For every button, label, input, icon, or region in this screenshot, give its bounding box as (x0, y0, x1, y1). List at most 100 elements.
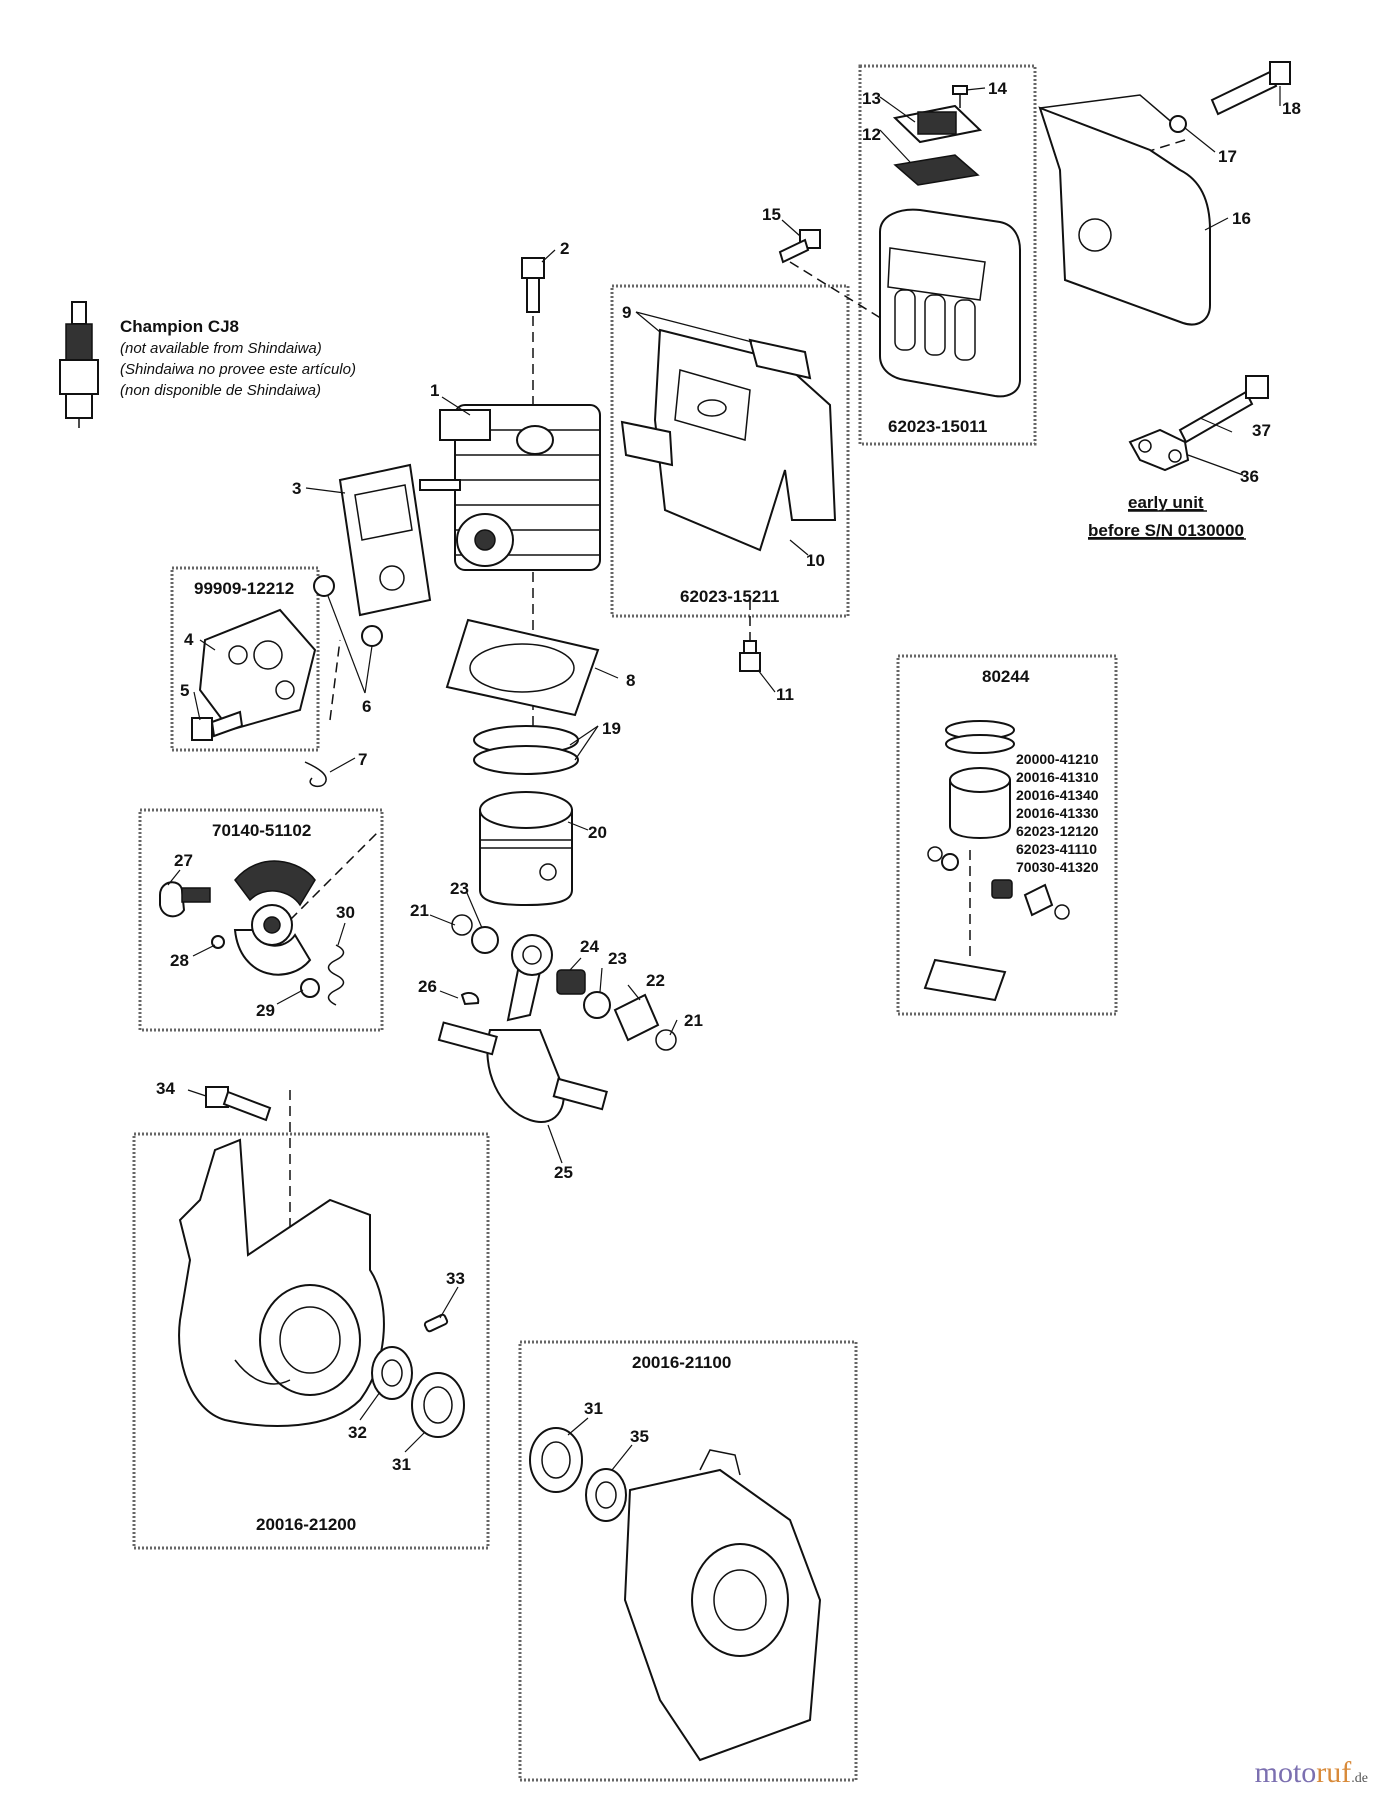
assembly-axis-insulator (329, 639, 341, 721)
callout-27: 27 (174, 851, 193, 870)
callout-5: 5 (180, 681, 189, 700)
callout-13: 13 (862, 89, 881, 108)
kit-label-crankcase-right: 20016-21100 (632, 1353, 731, 1372)
callout-4: 4 (184, 630, 194, 649)
callout-20: 20 (588, 823, 607, 842)
callout-32: 32 (348, 1423, 367, 1442)
oil-seal (371, 1346, 413, 1400)
callout-6: 6 (362, 697, 371, 716)
callout-24: 24 (580, 937, 599, 956)
piston-kit-number: 62023-12120 (1016, 823, 1099, 839)
crankshaft (437, 934, 608, 1123)
washer (1169, 115, 1187, 133)
callout-12: 12 (862, 125, 881, 144)
callout-26: 26 (418, 977, 437, 996)
callout-2: 2 (560, 239, 569, 258)
piston-ring (473, 745, 579, 775)
nut (361, 625, 383, 647)
spark-plug-note-en: (not available from Shindaiwa) (120, 340, 322, 357)
early-unit-bracket (1128, 428, 1190, 472)
callout-15: 15 (762, 205, 781, 224)
callout-33: 33 (446, 1269, 465, 1288)
woodruff-key (460, 992, 480, 1006)
cover-screw (952, 85, 968, 108)
callout-17: 17 (1218, 147, 1237, 166)
callout-numbers: 1 2 3 4 5 6 7 8 9 10 11 12 13 14 15 16 1… (156, 79, 1301, 1474)
callout-31-left: 31 (392, 1455, 411, 1474)
muffler-body (879, 208, 1021, 398)
spark-plug-title: Champion CJ8 (120, 317, 239, 336)
piston-kit-number-list: 20000-41210 20016-41310 20016-41340 2001… (1016, 751, 1099, 875)
cylinder-base-gasket (445, 618, 600, 717)
needle-bearing (556, 969, 586, 995)
piston-kit-number: 20016-41340 (1016, 787, 1099, 803)
spark-plug-note-fr: (non disponible de Shindaiwa) (120, 382, 321, 399)
piston-kit-illustration (923, 720, 1070, 1002)
circlip (451, 914, 473, 936)
insulator-bolt (191, 710, 244, 741)
callout-34: 34 (156, 1079, 175, 1098)
watermark-suffix: .de (1351, 1771, 1368, 1786)
cover-bolt (1210, 61, 1291, 116)
callout-16: 16 (1232, 209, 1251, 228)
callout-22: 22 (646, 971, 665, 990)
piston-kit-number: 70030-41320 (1016, 859, 1099, 875)
callout-23-right: 23 (608, 949, 627, 968)
kit-label-muffler-plate: 62023-15211 (680, 587, 779, 606)
piston-kit-number: 20016-41330 (1016, 805, 1099, 821)
callout-7: 7 (358, 750, 367, 769)
arrestor-cover (892, 104, 983, 144)
muffler-bolt (778, 229, 821, 264)
callout-35: 35 (630, 1427, 649, 1446)
muffler-cover (1038, 94, 1211, 326)
callout-18: 18 (1282, 99, 1301, 118)
piston-kit-number: 20000-41210 (1016, 751, 1099, 767)
piston-kit-box (896, 654, 1118, 1016)
kit-label-insulator: 99909-12212 (194, 579, 294, 598)
cylinder-illustration (419, 404, 601, 571)
clutch-shoe (233, 860, 316, 976)
muffler-kit-box (858, 64, 1037, 446)
callout-36: 36 (1240, 467, 1259, 486)
kit-label-piston: 80244 (982, 667, 1030, 686)
assembly-axis-bolt-15 (789, 261, 901, 331)
crankcase-bolt (205, 1086, 272, 1122)
nut (313, 575, 335, 597)
callout-25: 25 (554, 1163, 573, 1182)
early-unit-serial: before S/N 0130000 (1088, 521, 1244, 540)
clutch-bolt (159, 881, 211, 918)
callout-10: 10 (806, 551, 825, 570)
oil-seal (585, 1468, 627, 1522)
callout-21-left: 21 (410, 901, 429, 920)
callout-21-right: 21 (684, 1011, 703, 1030)
callout-11: 11 (776, 685, 794, 704)
watermark-part-1: moto (1254, 1756, 1317, 1789)
site-watermark: motoruf.de (1255, 1756, 1368, 1790)
circlip (655, 1029, 677, 1051)
early-unit-label: early unit (1128, 493, 1204, 512)
callout-14: 14 (988, 79, 1007, 98)
kit-label-clutch: 70140-51102 (212, 821, 311, 840)
muffler-plate-kit-box (610, 284, 850, 618)
intake-gasket (338, 463, 432, 617)
crankcase-right-box (518, 1340, 858, 1782)
carburetor-insulator (198, 608, 317, 732)
crankcase-left-box (132, 1132, 490, 1550)
clutch-kit-box (138, 808, 384, 1032)
callout-8: 8 (626, 671, 635, 690)
callout-30: 30 (336, 903, 355, 922)
kit-label-crankcase-left: 20016-21200 (256, 1515, 356, 1534)
spark-plug-illustration (59, 301, 99, 428)
cylinder-bolt (521, 257, 545, 313)
piston-pin (613, 993, 660, 1042)
callout-leaders (167, 86, 1281, 1471)
clutch-spring (327, 944, 345, 1006)
crankcase-left (178, 1138, 385, 1427)
piston-illustration (479, 791, 573, 907)
spark-plug-note-es: (Shindaiwa no provee este artículo) (120, 361, 356, 378)
dowel-pin (423, 1313, 449, 1333)
callout-19: 19 (602, 719, 621, 738)
ball-bearing (411, 1372, 465, 1438)
washer (471, 926, 499, 954)
